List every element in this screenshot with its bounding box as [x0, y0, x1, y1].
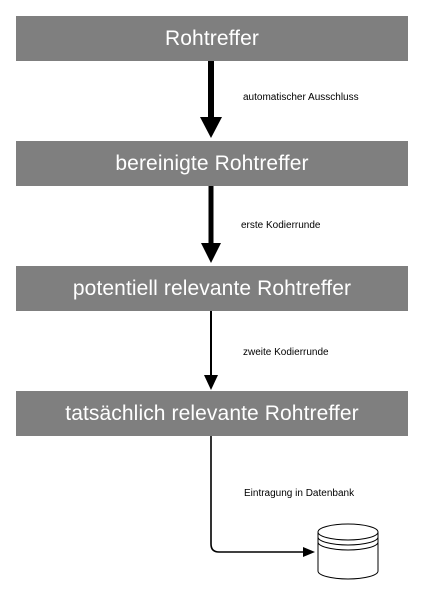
- stage-box-tatsaechlich-relevante: tatsächlich relevante Rohtreffer: [16, 391, 408, 436]
- transition-label: automatischer Ausschluss: [243, 92, 359, 103]
- stage-box-bereinigte-rohtreffer: bereinigte Rohtreffer: [16, 141, 408, 186]
- stage-label: potentiell relevante Rohtreffer: [72, 276, 352, 300]
- transition-label: Eintragung in Datenbank: [244, 488, 355, 499]
- stage-label: bereinigte Rohtreffer: [115, 151, 309, 175]
- stage-label: tatsächlich relevante Rohtreffer: [65, 401, 359, 425]
- transition-label: zweite Kodierrunde: [243, 347, 329, 358]
- stage-box-rohtreffer: Rohtreffer: [16, 16, 408, 61]
- arrow-2: [201, 186, 221, 263]
- arrow-3: [204, 311, 218, 390]
- arrow-1: [200, 61, 222, 138]
- stage-label: Rohtreffer: [165, 26, 259, 50]
- stage-box-potentiell-relevante: potentiell relevante Rohtreffer: [16, 266, 408, 311]
- transition-label: erste Kodierrunde: [241, 220, 321, 231]
- arrow-4: [210, 436, 315, 557]
- database-icon: [317, 523, 379, 580]
